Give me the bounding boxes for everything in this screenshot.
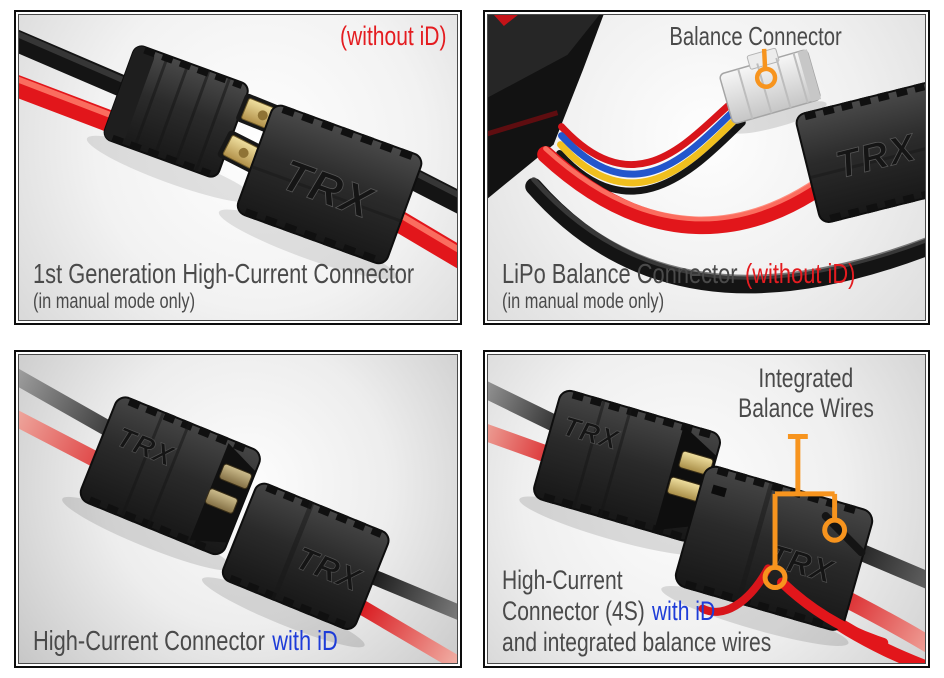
balance-wires-callout-pointer	[762, 434, 848, 591]
balance-wires	[556, 95, 746, 195]
panel-first-gen-connector: TRX (without iD) 1st Generation High-Cur…	[14, 10, 462, 325]
main-wires	[525, 146, 925, 294]
battery-label-accent	[493, 15, 518, 26]
female-connector: TRX	[201, 482, 390, 648]
male-connector: TRX	[62, 396, 261, 571]
caption-line-2: Connector (4S)with iD	[502, 596, 847, 627]
panel-title: 1st Generation High-Current Connector	[33, 258, 415, 289]
output-wires	[349, 566, 457, 663]
callout-ring-icon	[754, 66, 778, 90]
title-text: High-Current Connector	[33, 625, 265, 656]
panel-title: LiPo Balance Connector(without iD)	[502, 257, 925, 290]
with-id-connector-illustration: TRX TRX	[19, 368, 457, 663]
first-gen-connector-illustration: TRX	[19, 29, 457, 280]
panel-high-current-4s: TRX TRX	[483, 350, 930, 668]
callout-ring-icon	[762, 564, 788, 591]
trx-connector: TRX	[795, 82, 925, 223]
panel-caption: 1st Generation High-Current Connector (i…	[33, 257, 457, 314]
caption-line-1: High-Current	[502, 565, 623, 595]
title-text: Connector (4S)	[502, 596, 645, 626]
male-connector: TRX	[519, 389, 721, 555]
battery	[488, 15, 604, 199]
caption-line-3: and integrated balance wires	[502, 627, 772, 657]
female-connector: TRX	[218, 104, 423, 280]
title-suffix-red: (without iD)	[744, 258, 856, 289]
panel-caption: High-Current Connector (4S)with iD and i…	[502, 565, 847, 658]
title-suffix-blue: with iD	[272, 625, 338, 656]
title-suffix-blue: with iD	[651, 596, 716, 626]
panel-subtitle: (in manual mode only)	[502, 290, 665, 313]
connector-guide-grid: TRX (without iD) 1st Generation High-Cur…	[14, 10, 930, 668]
panel-subtitle: (in manual mode only)	[33, 290, 196, 313]
lipo-balance-illustration: TRX	[488, 15, 925, 294]
panel-high-current-with-id: TRX TRX	[14, 350, 462, 668]
four-s-connector-illustration: TRX TRX	[488, 381, 925, 663]
integrated-balance-wires-label: Integrated Balance Wires	[738, 363, 874, 423]
balance-callout-pointer	[754, 48, 778, 90]
panel-caption: LiPo Balance Connector(without iD) (in m…	[502, 257, 925, 314]
title-text: LiPo Balance Connector	[502, 258, 738, 289]
gold-pin	[667, 450, 714, 502]
gold-pin	[205, 463, 252, 514]
without-id-badge: (without iD)	[340, 21, 447, 51]
callout-ring-icon	[822, 517, 848, 543]
panel-lipo-balance-connector: TRX Balance Connector LiPo Balance Conne…	[483, 10, 930, 325]
balance-connector-label: Balance Connector	[669, 21, 843, 51]
